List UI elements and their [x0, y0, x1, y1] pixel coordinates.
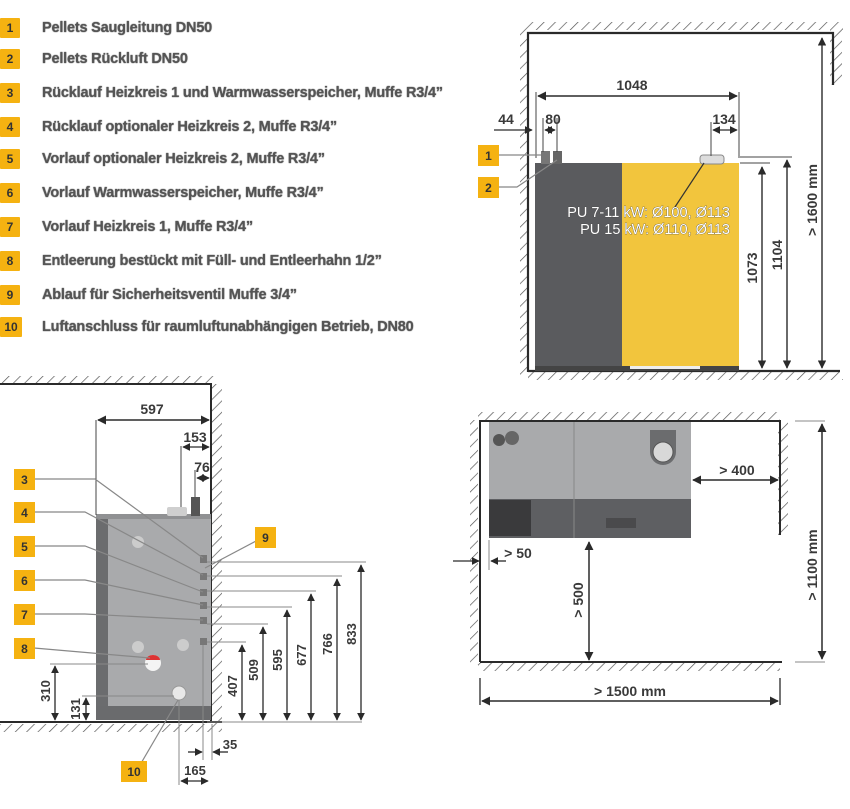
callout-9: 9	[255, 527, 276, 548]
dim-height-1104: 1104	[769, 240, 785, 271]
dim-595: 595	[270, 649, 285, 671]
legend-item: 10 Luftanschluss für raumluftunabhängige…	[0, 316, 414, 338]
dim-front-clearance: > 500	[570, 582, 586, 618]
legend-label: Vorlauf Heizkreis 1, Muffe R3/4”	[42, 219, 253, 235]
pipe-2-top	[505, 431, 519, 445]
legend-badge: 10	[0, 317, 22, 337]
boiler-yellow-section	[622, 163, 739, 368]
dim-310: 310	[38, 680, 53, 702]
legend-item: 8 Entleerung bestückt mit Füll- und Entl…	[0, 250, 382, 272]
wall-hatch	[470, 420, 478, 665]
ceiling-hatch	[528, 22, 843, 30]
ceiling-hatch	[0, 376, 215, 384]
legend-badge: 9	[0, 285, 20, 305]
legend-badge: 4	[0, 117, 20, 137]
dim-131: 131	[68, 698, 83, 720]
legend-item: 7 Vorlauf Heizkreis 1, Muffe R3/4”	[0, 216, 253, 238]
wall-hatch	[478, 663, 780, 671]
callout-6: 6	[14, 570, 35, 591]
pipe-1	[541, 151, 550, 164]
side-view: PU 7-11 kW: Ø100, Ø113 PU 15 kW: Ø110, Ø…	[494, 22, 843, 380]
flue-outlet	[167, 507, 187, 516]
dim-165: 165	[184, 763, 206, 778]
dim-833: 833	[344, 623, 359, 645]
legend-label: Vorlauf optionaler Heizkreis 2, Muffe R3…	[42, 151, 325, 167]
legend-label: Vorlauf Warmwasserspeicher, Muffe R3/4”	[42, 185, 324, 201]
dim-509: 509	[246, 659, 261, 681]
dim-left-clearance: > 50	[504, 545, 532, 561]
dim-407: 407	[225, 675, 240, 697]
wall-hatch	[778, 420, 788, 535]
floor-hatch	[0, 724, 222, 732]
wall-hatch	[212, 384, 222, 724]
legend-badge: 3	[0, 83, 20, 103]
boiler-dark-section	[535, 163, 623, 368]
wall-hatch	[478, 412, 780, 420]
dim-right-clearance: > 400	[719, 462, 755, 478]
flue-connection	[699, 154, 725, 165]
legend-badge: 7	[0, 217, 20, 237]
dim-76: 76	[194, 459, 210, 475]
legend-badge: 6	[0, 183, 20, 203]
dim-height-1073: 1073	[744, 252, 760, 283]
dim-flue-offset: 134	[712, 111, 736, 127]
legend-label: Rücklauf optionaler Heizkreis 2, Muffe R…	[42, 119, 337, 135]
legend-item: 5 Vorlauf optionaler Heizkreis 2, Muffe …	[0, 148, 325, 170]
legend-label: Ablauf für Sicherheitsventil Muffe 3/4”	[42, 287, 297, 303]
legend-item: 3 Rücklauf Heizkreis 1 und Warmwasserspe…	[0, 82, 443, 104]
air-inlet-pipe	[191, 497, 200, 516]
callout-5: 5	[14, 536, 35, 557]
legend-label: Luftanschluss für raumluftunabhängigen B…	[42, 319, 414, 335]
legend-label: Pellets Saugleitung DN50	[42, 20, 213, 36]
legend-item: 6 Vorlauf Warmwasserspeicher, Muffe R3/4…	[0, 182, 324, 204]
callout-7: 7	[14, 604, 35, 625]
dim-677: 677	[294, 644, 309, 666]
legend-badge: 2	[0, 49, 20, 69]
dim-clearance-height: > 1600 mm	[804, 164, 820, 236]
dim-766: 766	[320, 633, 335, 655]
callout-4: 4	[14, 502, 35, 523]
callout-8: 8	[14, 638, 35, 659]
callout-10: 10	[121, 761, 147, 782]
callout-1: 1	[478, 145, 499, 166]
dim-width-total: 1048	[616, 77, 647, 93]
dim-pipe-spacing: 80	[545, 111, 561, 127]
air-connection	[171, 685, 187, 701]
room-outline	[526, 31, 835, 372]
flue-note-line2: PU 15 kW: Ø110, Ø113	[580, 222, 730, 238]
dim-depth-clearance: > 1100 mm	[804, 529, 820, 600]
legend-label: Entleerung bestückt mit Füll- und Entlee…	[42, 253, 382, 269]
legend-item: 2 Pellets Rückluft DN50	[0, 48, 188, 70]
legend-badge: 1	[0, 18, 20, 38]
pipe-1-top	[493, 434, 505, 446]
wall-hatch	[830, 30, 842, 85]
legend-badge: 5	[0, 149, 20, 169]
dim-153: 153	[183, 429, 207, 445]
legend-label: Rücklauf Heizkreis 1 und Warmwasserspeic…	[42, 85, 443, 101]
legend-item: 1 Pellets Saugleitung DN50	[0, 17, 212, 39]
front-view: 597 153 76 310 131 407 509 595 677 766 8…	[0, 376, 366, 785]
flue-note-line1: PU 7-11 kW: Ø100, Ø113	[567, 205, 730, 221]
pipe-2	[553, 151, 562, 164]
floor-hatch	[528, 372, 843, 380]
dim-width-clearance: > 1500 mm	[594, 683, 666, 699]
top-view: > 400 > 50 > 500 > 1100 mm > 1500 mm	[453, 412, 827, 706]
flue-top	[652, 441, 674, 463]
legend-item: 4 Rücklauf optionaler Heizkreis 2, Muffe…	[0, 116, 337, 138]
dim-offset-left: 44	[498, 111, 514, 127]
callout-2: 2	[478, 177, 499, 198]
legend-item: 9 Ablauf für Sicherheitsventil Muffe 3/4…	[0, 284, 297, 306]
dim-width-597: 597	[140, 401, 164, 417]
legend-label: Pellets Rückluft DN50	[42, 51, 188, 67]
wall-hatch	[520, 26, 528, 376]
legend-badge: 8	[0, 251, 20, 271]
dim-35: 35	[223, 737, 237, 752]
callout-3: 3	[14, 469, 35, 490]
